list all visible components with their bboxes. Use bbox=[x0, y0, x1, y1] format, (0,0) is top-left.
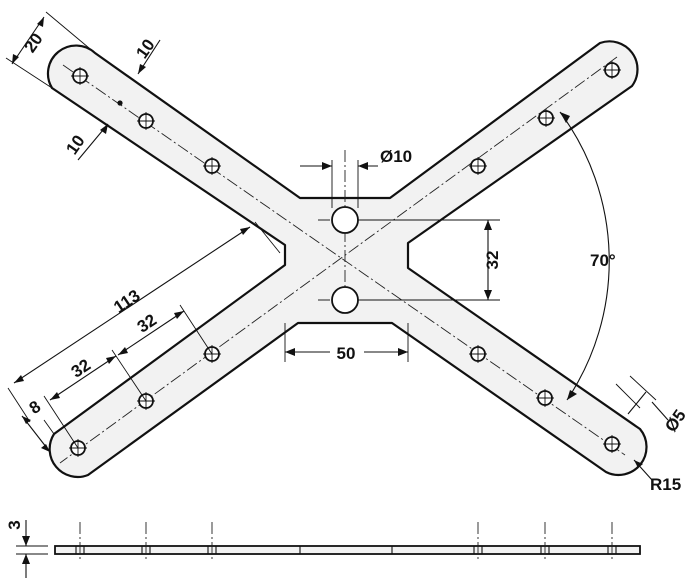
dim-edge-8: 8 bbox=[7, 387, 55, 453]
dim-width-10-left: 10 bbox=[62, 123, 109, 161]
dim-label-32-a: 32 bbox=[68, 355, 94, 381]
dim-vertical-32: 32 bbox=[360, 219, 502, 301]
dim-label-10-top: 10 bbox=[132, 36, 158, 62]
dim-thickness-3: 3 bbox=[5, 520, 48, 578]
dim-label-small-hole-dia: Ø5 bbox=[661, 406, 690, 435]
dim-label-32-b: 32 bbox=[134, 310, 160, 336]
dim-label-vertical-32: 32 bbox=[483, 251, 502, 270]
side-view bbox=[54, 522, 641, 560]
dim-label-8: 8 bbox=[26, 397, 44, 418]
dim-hole-diameter: Ø10 bbox=[300, 147, 412, 208]
dim-center-width-50: 50 bbox=[284, 323, 409, 363]
dim-label-3: 3 bbox=[5, 520, 24, 529]
dim-label-50: 50 bbox=[337, 344, 356, 363]
dim-end-radius: R15 bbox=[633, 459, 681, 494]
dim-width-10-top: 10 bbox=[132, 36, 161, 75]
dim-label-20: 20 bbox=[20, 30, 46, 56]
center-hole-bottom bbox=[331, 286, 359, 314]
dim-label-10-left: 10 bbox=[62, 132, 88, 158]
dim-label-angle: 70° bbox=[590, 251, 616, 270]
dim-label-r15: R15 bbox=[650, 475, 681, 494]
dim-label-hole-dia: Ø10 bbox=[380, 147, 412, 166]
dim-angle-70: 70° bbox=[559, 111, 616, 401]
dim-label-113: 113 bbox=[110, 286, 143, 317]
cross-plate-outline bbox=[46, 40, 648, 479]
center-hole-top bbox=[331, 206, 359, 234]
marker-dot bbox=[117, 100, 123, 106]
